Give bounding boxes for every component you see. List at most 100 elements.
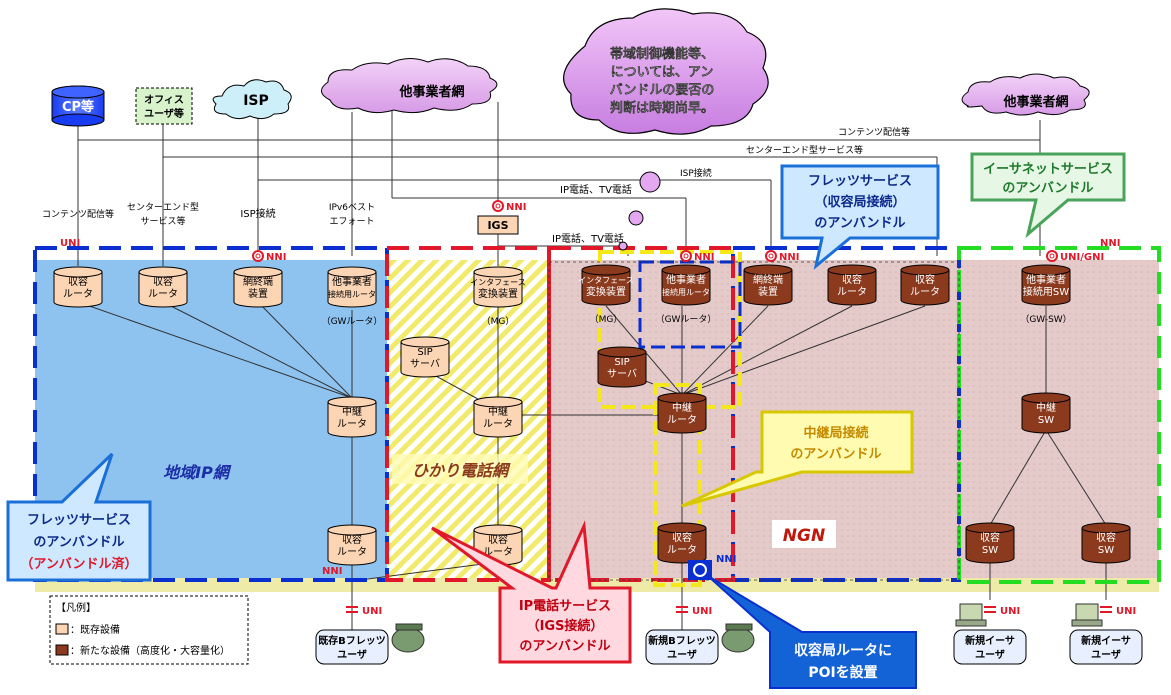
callout-flets-accept-2: （収容局接続） [814, 194, 905, 210]
line-label-content: コンテンツ配信等 [838, 126, 910, 138]
igs-label: IGS [487, 219, 508, 232]
sip-server-2-label-1: SIP [614, 357, 629, 368]
callout-ethernet-2: のアンバンドル [1002, 181, 1093, 196]
phone-icon [721, 623, 755, 653]
relay-router-3-label-2: ルータ [667, 414, 697, 426]
callout-flets-done-3: （アンバンドル済） [20, 556, 137, 572]
interface-converter-2-label-2: 変換装置 [586, 285, 626, 298]
callout-relay-station: 中継局接続 のアンバンドル [681, 410, 914, 508]
nni-ngn-terminal-label: NNI [779, 252, 799, 263]
sip-server-1-label-1: SIP [417, 347, 432, 358]
callout-poi-1: 収容局ルータに [794, 642, 892, 659]
accept-router-3-label-1: 収容 [342, 533, 362, 546]
uni-top-left: UNI [60, 238, 80, 249]
gw-note-left: （GWルータ） [322, 316, 383, 327]
uni-gni-ether-label: UNI/GNI [1060, 252, 1104, 263]
device-notes: （GWルータ） （MG） （MG） （GWルータ） （GW-SW） [322, 314, 1072, 327]
accept-router-1-label-1: 収容 [68, 275, 88, 288]
region-ngn: NGN [783, 526, 825, 546]
nni-isp-label: NNI [266, 252, 286, 263]
uni-bottom-1: UNI [346, 606, 382, 617]
user-new-ether-2-label-2: ユーザ [1091, 649, 1121, 661]
hikari-phone-network-area [387, 260, 549, 580]
callout-flets-accept: フレッツサービス （収容局接続） のアンバンドル [780, 164, 940, 270]
accept-router-7-label-1: 収容 [672, 531, 692, 544]
svc-isp: ISP接続 [240, 207, 275, 220]
nni-top-right: NNI [1100, 238, 1120, 249]
user-existing-b-label-1: 既存Bフレッツ [318, 634, 386, 647]
line-label-isp: ISP接続 [680, 167, 712, 179]
gw-note-ngn: （GWルータ） [656, 314, 717, 325]
network-terminal-1-label-1: 網終端 [243, 275, 273, 288]
office-node: オフィス ユーザ等 [135, 87, 193, 125]
line-label-iptv-top: IP電話、TV電話 [560, 183, 632, 196]
line-label-iptv-mid: IP電話、TV電話 [552, 232, 624, 245]
pc-icon [955, 603, 987, 627]
poi-marker [688, 560, 712, 580]
accept-router-4-label-2: ルータ [483, 546, 513, 558]
accept-router-7-label-2: ルータ [667, 544, 697, 556]
accept-router-6-label-2: ルータ [910, 286, 940, 298]
gw-router-2-label-1: 他事業者 [666, 273, 706, 286]
bubble-line-3: バンドルの要否の [610, 83, 715, 98]
devices: 収容ルータ収容ルータ網終端装置他事業者接続用ルータインタフェース変換装置SIPサ… [53, 264, 1131, 566]
network-terminal-1-label-2: 装置 [248, 287, 268, 300]
accept-router-2-label-2: ルータ [148, 288, 178, 300]
callout-flets-accept-3: のアンバンドル [814, 216, 905, 231]
svg-text:UNI: UNI [1116, 606, 1136, 617]
user-new-ether-1-label-1: 新規イーサ [965, 634, 1015, 647]
relay-sw-1-label-2: SW [1038, 415, 1054, 426]
other-net-cloud-right: 他事業者網 [961, 73, 1090, 116]
uni-bottom-3: UNI [984, 606, 1020, 617]
svc-content: コンテンツ配信等 [42, 208, 114, 220]
nni-poi: NNI [716, 554, 736, 565]
nni-isp-marker: NNI [252, 250, 286, 263]
network-terminal-2-label-2: 装置 [758, 285, 778, 298]
isp-cloud: ISP [212, 79, 292, 120]
interface-converter-1-label-1: インタフェース [470, 278, 526, 287]
relay-router-2-label-1: 中継 [488, 405, 508, 418]
other-net-cloud-left: 他事業者網 [321, 58, 498, 114]
nni-ngn-gw-label: NNI [694, 252, 714, 263]
line-label-center-end: センターエンド型サービス等 [746, 144, 863, 156]
accept-router-3-label-2: ルータ [337, 546, 367, 558]
igs-box: IGS [477, 215, 519, 235]
other-net-label-left: 他事業者網 [398, 84, 464, 100]
gw-router-2-label-2: 接続用ルータ [662, 287, 710, 297]
callout-flets-done: フレッツサービス のアンバンドル （アンバンドル済） [6, 452, 152, 582]
sip-server-2-label-2: サーバ [607, 368, 637, 380]
relay-sw-1-label-1: 中継 [1036, 401, 1056, 414]
user-new-ether-2-label-1: 新規イーサ [1081, 634, 1131, 647]
cp-node: CP等 [51, 85, 105, 127]
relay-router-1-label-2: ルータ [337, 418, 367, 430]
callout-ip-phone-2: （IGS接続） [527, 618, 604, 634]
phone-icon [391, 623, 425, 653]
uni-gni-ether-marker: UNI/GNI [1046, 250, 1104, 263]
network-terminal-2-label-1: 網終端 [753, 273, 783, 286]
nni-igs-marker: NNI [492, 200, 526, 213]
relay-router-1-label-1: 中継 [342, 405, 362, 418]
bubble-line-4: 判断は時期尚早。 [610, 100, 714, 116]
callout-flets-done-1: フレッツサービス [27, 512, 131, 528]
user-new-b-label-2: ユーザ [667, 649, 697, 661]
legend-existing: ：既存設備 [70, 623, 120, 636]
uni-bottom-4: UNI [1100, 606, 1136, 617]
gw-sw-1-label-1: 他事業者 [1026, 273, 1066, 286]
internal-links [77, 301, 1107, 640]
